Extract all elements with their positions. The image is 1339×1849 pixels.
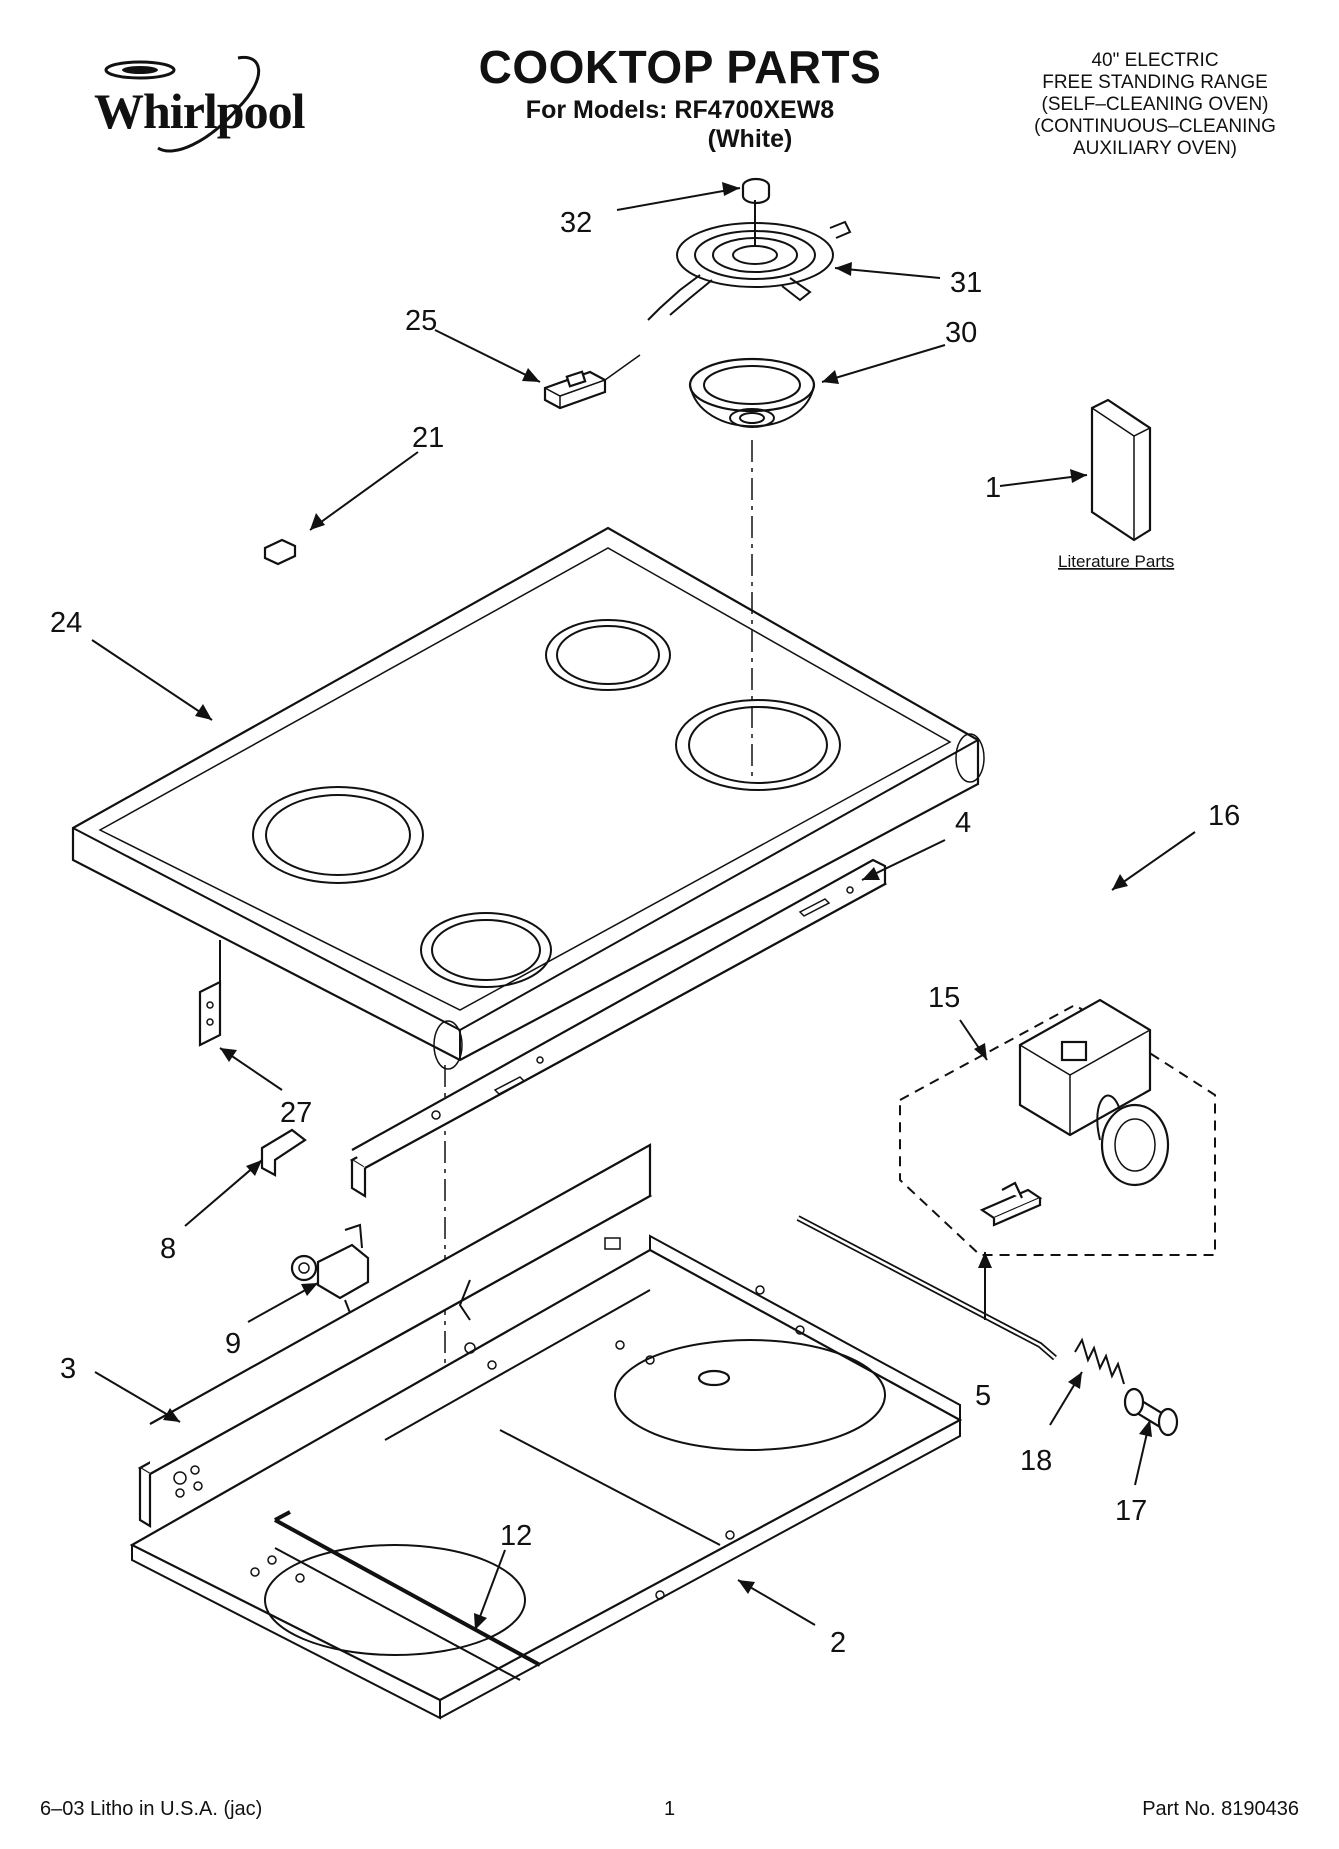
part-3-front-panel[interactable] (137, 1143, 653, 1528)
description-line: (CONTINUOUS–CLEANING (1034, 116, 1276, 137)
part-8-clip[interactable] (260, 1128, 307, 1177)
callout-25: 25 (405, 305, 437, 337)
models-line: For Models: RF4700XEW8 (525, 96, 835, 124)
description-line: 40" ELECTRIC (1091, 50, 1219, 71)
part-17-sleeve[interactable] (1123, 1387, 1179, 1437)
callout-3: 3 (60, 1353, 76, 1385)
part-12-rod[interactable] (274, 1510, 541, 1667)
part-32-cap[interactable] (741, 177, 771, 205)
footer-part-number: Part No. 8190436 (1142, 1798, 1299, 1820)
part-2-burner-box[interactable] (129, 1234, 963, 1720)
callout-1: 1 (985, 472, 1001, 504)
part-4-bracket[interactable] (349, 858, 888, 1198)
callout-2: 2 (830, 1627, 846, 1659)
callout-21: 21 (412, 422, 444, 454)
part-30-drip-bowl[interactable] (688, 357, 816, 428)
footer-litho: 6–03 Litho in U.S.A. (jac) (40, 1798, 263, 1820)
callout-12: 12 (500, 1520, 532, 1552)
whirlpool-logo: Whirlpool (88, 48, 328, 168)
whirlpool-swirl-icon (104, 55, 261, 153)
literature-parts-label: Literature Parts (1058, 552, 1174, 571)
footer-page-number: 1 (664, 1798, 676, 1820)
part-25-terminal-block[interactable] (543, 354, 641, 410)
callout-5: 5 (975, 1380, 991, 1412)
callout-27: 27 (280, 1097, 312, 1129)
description-line: (SELF–CLEANING OVEN) (1041, 94, 1269, 115)
brand-name: Whirlpool (94, 83, 305, 139)
callout-32: 32 (560, 207, 592, 239)
range-description: 40" ELECTRIC FREE STANDING RANGE (SELF–C… (985, 50, 1325, 160)
color-line: (White) (707, 125, 793, 153)
callout-9: 9 (225, 1328, 241, 1360)
callout-15: 15 (928, 982, 960, 1014)
part-18-spring[interactable] (1074, 1337, 1125, 1385)
description-line: AUXILIARY OVEN) (1072, 138, 1238, 159)
page-title-block: COOKTOP PARTS For Models: RF4700XEW8 (Wh… (420, 40, 940, 154)
part-9-switch[interactable] (290, 1223, 370, 1319)
callout-4: 4 (955, 807, 971, 839)
part-15-switch[interactable] (979, 1181, 1043, 1227)
leader-lines (91, 182, 1196, 1631)
callout-16: 16 (1208, 800, 1240, 832)
part-31-surface-element[interactable] (647, 200, 852, 321)
description-line: FREE STANDING RANGE (1042, 72, 1268, 93)
part-27-bracket[interactable] (198, 940, 222, 1047)
page-title: COOKTOP PARTS (478, 41, 882, 93)
part-16-timer-assembly[interactable] (899, 998, 1216, 1256)
callout-24: 24 (50, 607, 82, 639)
callout-18: 18 (1020, 1445, 1052, 1477)
part-5-rod[interactable] (796, 1215, 1057, 1361)
part-21-clip[interactable] (263, 538, 297, 566)
callout-31: 31 (950, 267, 982, 299)
part-1-literature[interactable] (1090, 398, 1152, 542)
callout-17: 17 (1115, 1495, 1147, 1527)
callout-8: 8 (160, 1233, 176, 1265)
callout-30: 30 (945, 317, 977, 349)
